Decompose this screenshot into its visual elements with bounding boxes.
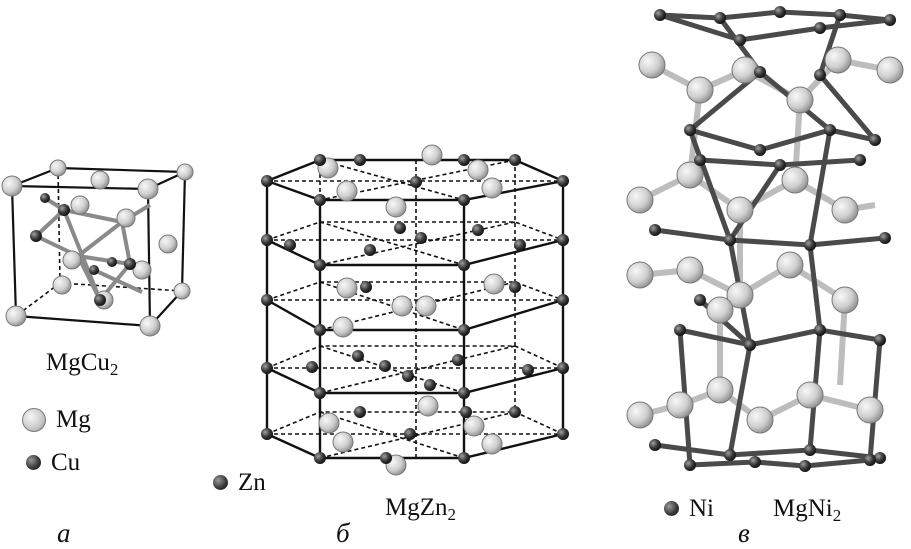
mgni2-ni-atoms (649, 6, 896, 472)
mgcu2-structure (1, 159, 194, 337)
legend-zn: Zn (213, 470, 266, 495)
cu-atom-icon (26, 455, 41, 470)
legend-ni: Ni (664, 496, 714, 521)
legend-mg: Mg (22, 407, 91, 432)
legend-zn-label: Zn (238, 469, 266, 496)
mgni2-formula: MgNi2 (773, 495, 842, 525)
mgcu2-cu-atoms (30, 193, 136, 306)
mgcu2-mg-atoms (1, 159, 194, 337)
mgcu2-bonds (34, 196, 152, 302)
mgzn2-zn-atoms (261, 154, 569, 464)
mgni2-mg-atoms (626, 46, 904, 434)
legend-mg-label: Mg (56, 406, 91, 433)
mgzn2-structure (261, 144, 569, 476)
legend-cu: Cu (26, 450, 80, 475)
mgzn2-formula: MgZn2 (385, 494, 456, 524)
mg-atom-icon (22, 407, 46, 432)
legend-cu-label: Cu (51, 449, 81, 476)
mgcu2-formula: MgCu2 (46, 349, 119, 379)
mgcu2-cell-edges (10, 166, 187, 328)
panel-letter-c: в (738, 518, 750, 548)
ni-atom-icon (664, 501, 679, 516)
zn-atom-icon (213, 475, 228, 490)
mgzn2-mg-atoms (317, 144, 505, 476)
panel-letter-a: а (57, 518, 71, 548)
legend-ni-label: Ni (689, 495, 714, 522)
panel-letter-b: б (336, 518, 350, 548)
mgni2-structure (626, 6, 904, 472)
